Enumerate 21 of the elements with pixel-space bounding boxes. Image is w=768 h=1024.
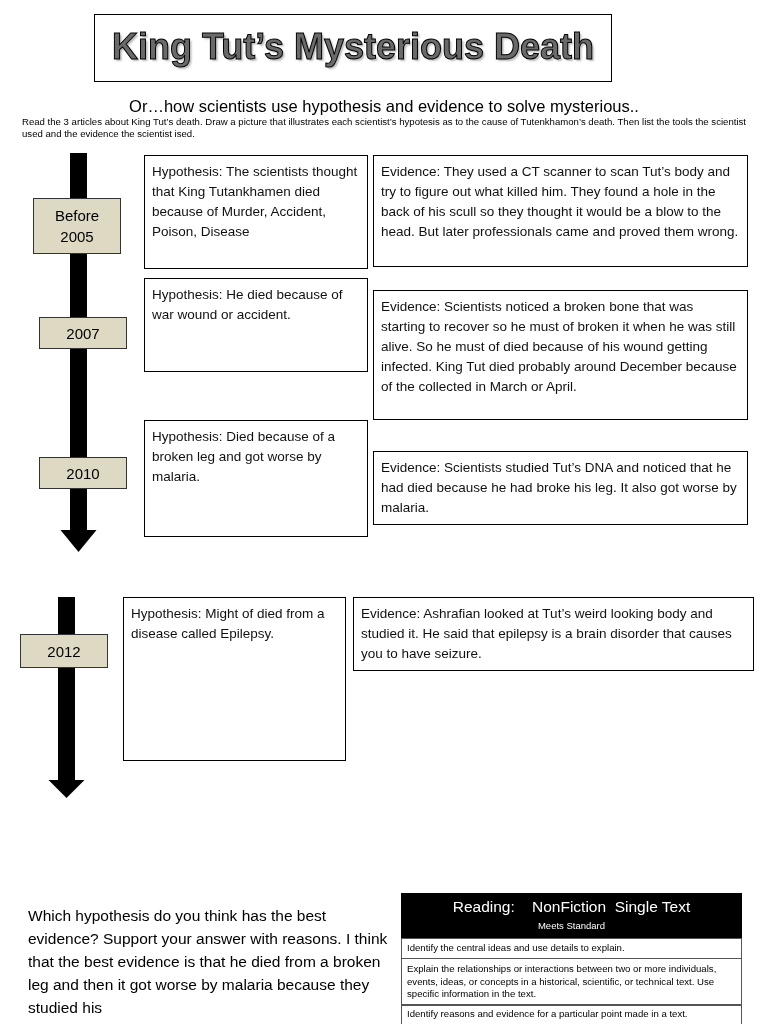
rubric-subheading: Meets Standard [536, 920, 607, 932]
year-label: 2012 [20, 634, 108, 668]
hypothesis-box: Hypothesis: He died because of war wound or accident. [144, 278, 368, 372]
evidence-box: Evidence: They used a CT scanner to scan Tut’s body and try to figure out what killed him. They found a hole in the back of his scull so they thought it would be a blow to the head. But later professionals came and proved them wrong. [373, 155, 748, 267]
rubric-row: Identify reasons and evidence for a particular point made in a text. [401, 1004, 742, 1024]
year-label: 2010 [39, 457, 127, 489]
evidence-box: Evidence: Scientists studied Tut’s DNA and noticed that he had died because he had broke his leg. It also got worse by malaria. [373, 451, 748, 525]
hypothesis-box: Hypothesis: Died because of a broken leg and got worse by malaria. [144, 420, 368, 537]
instructions: Read the 3 articles about King Tut’s death. Draw a picture that illustrates each scientist’s hypotesis as to the cause of Tutenkhamon’s death. Then list the tools the scientist used and the evidence the scientist ised. [22, 116, 748, 140]
title-box: King Tut’s Mysterious Death [94, 14, 612, 82]
year-label: 2007 [39, 317, 127, 349]
evidence-box: Evidence: Ashrafian looked at Tut’s weird looking body and studied it. He said that epilepsy is a brain disorder that causes you to have seizure. [353, 597, 754, 671]
hypothesis-box: Hypothesis: Might of died from a disease called Epilepsy. [123, 597, 346, 761]
subtitle: Or…how scientists use hypothesis and evidence to solve mysterious.. [128, 96, 640, 116]
rubric-heading: Reading: NonFiction Single Text [451, 897, 692, 917]
rubric-row: Explain the relationships or interactions between two or more individuals, events, ideas, or concepts in a historical, scientific, or technical text. Use specific information in the text. [401, 958, 742, 1006]
hypothesis-box: Hypothesis: The scientists thought that King Tutankhamen died because of Murder, Accident, Poison, Disease [144, 155, 368, 269]
question-text: Which hypothesis do you think has the best evidence? Support your answer with reasons. I think that the best evidence is that he died from a broken leg and then it got worse by malaria because they studied his [28, 906, 388, 1018]
evidence-box: Evidence: Scientists noticed a broken bone that was starting to recover so he must of broken it when he was still alive. So he must of died because of his wound getting infected. King Tut died probably around December because of the collected in March or April. [373, 290, 748, 420]
rubric-row: Identify the central ideas and use details to explain. [401, 938, 742, 959]
year-label: Before 2005 [33, 198, 121, 254]
